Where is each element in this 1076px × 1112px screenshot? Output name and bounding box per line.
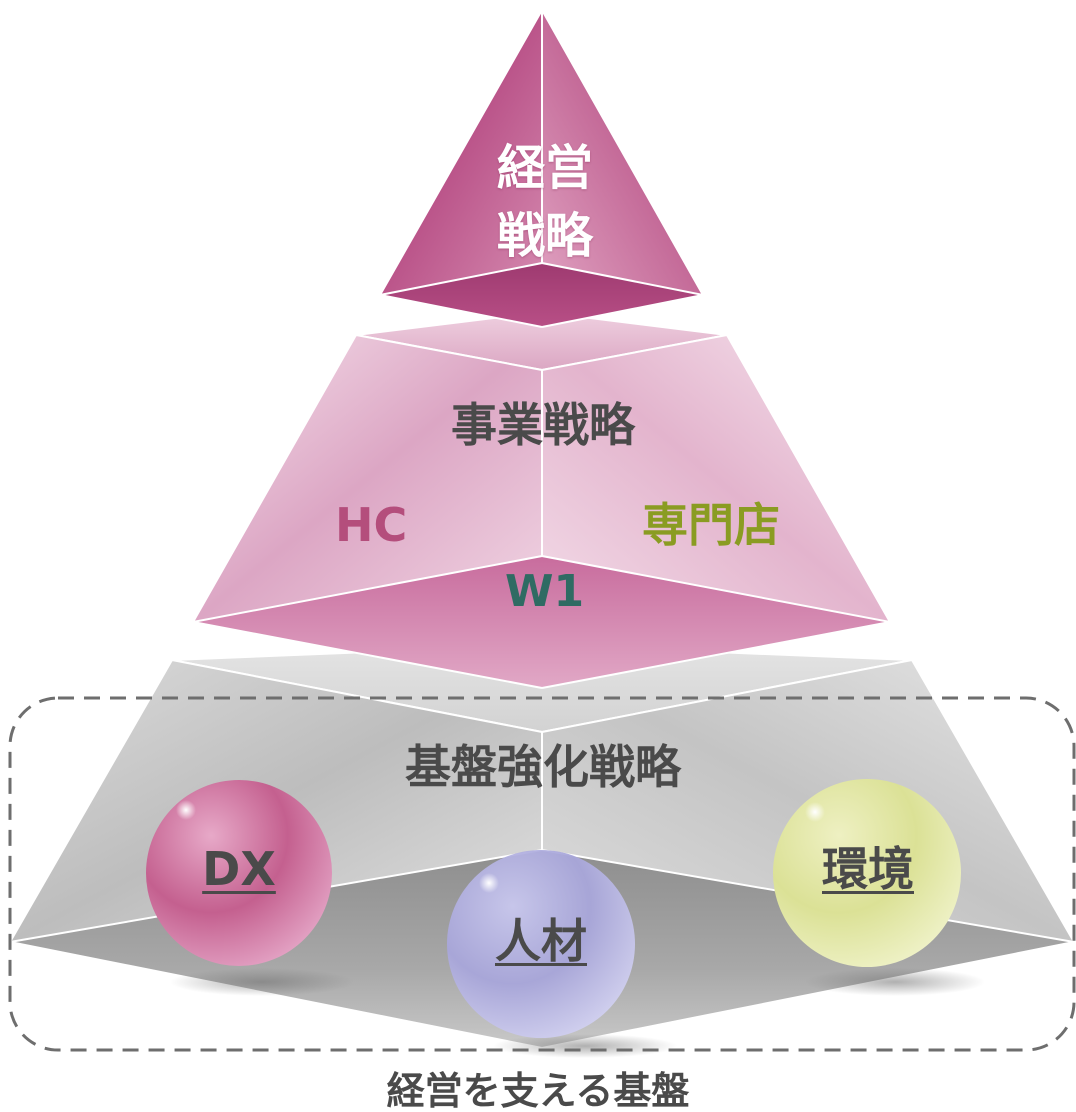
sphere-jinzai xyxy=(447,850,635,1038)
apex-tier xyxy=(378,6,705,328)
sphere-kankyo xyxy=(773,779,961,967)
diagram-caption: 経営を支える基盤 xyxy=(386,1069,690,1112)
pillar-dx-label: DX xyxy=(202,842,276,896)
sphere-dx xyxy=(146,780,332,966)
segment-senmonten-label: 専門店 xyxy=(642,498,780,552)
pillar-jinzai-label: 人材 xyxy=(495,914,587,968)
apex-title: 経営 戦略 xyxy=(496,140,593,264)
middle-tier xyxy=(191,310,892,689)
pillar-kankyo-label: 環境 xyxy=(822,842,914,896)
segment-hc-label: HC xyxy=(335,498,408,552)
middle-title: 事業戦略 xyxy=(451,398,635,452)
segment-w1-label: W1 xyxy=(505,566,585,617)
base-title: 基盤強化戦略 xyxy=(405,740,681,794)
